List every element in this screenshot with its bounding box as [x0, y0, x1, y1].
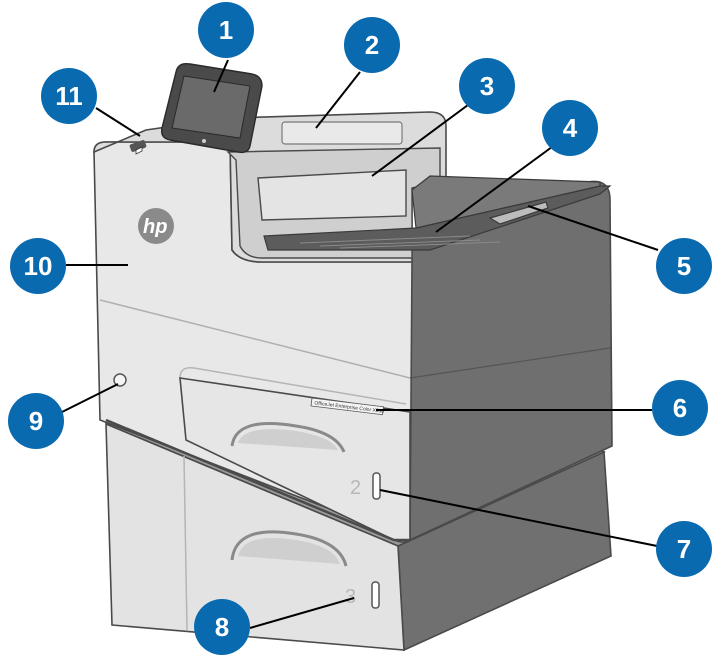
tray2-handle-recess — [238, 429, 338, 450]
nfc-icon — [135, 146, 143, 155]
callout-1: 1 — [198, 2, 254, 58]
printer-body: 2 OfficeJet Enterprise Color X556 hp — [93, 111, 613, 543]
leader-11 — [95, 107, 141, 137]
tray2-paper-gauge — [372, 472, 381, 500]
front-seam-upper — [99, 299, 411, 379]
callout-10-label: 10 — [24, 251, 53, 281]
callout-2: 2 — [344, 17, 400, 73]
callout-3-label: 3 — [480, 71, 494, 101]
callout-5: 5 — [656, 238, 712, 294]
callout-11-circle — [41, 68, 97, 124]
callout-11: 11 — [41, 68, 97, 124]
leader-2 — [315, 71, 361, 129]
tray3-paper-gauge — [371, 581, 380, 609]
touchscreen[interactable] — [171, 75, 251, 139]
callout-2-circle — [344, 17, 400, 73]
tray2-number: 2 — [350, 477, 361, 499]
callout-2-label: 2 — [365, 30, 379, 60]
tray3-handle-recess — [238, 538, 340, 564]
callout-11-label: 11 — [55, 81, 83, 111]
cartridge-door-edge — [179, 366, 407, 405]
top-cover-latch[interactable] — [281, 121, 403, 145]
easy-access-usb-port[interactable] — [129, 140, 147, 153]
home-button[interactable] — [202, 139, 206, 143]
callouts: 1 2 3 4 5 6 7 8 — [8, 2, 712, 655]
callout-8: 8 — [194, 599, 250, 655]
callout-9: 9 — [8, 393, 64, 449]
leader-5 — [527, 205, 659, 251]
leader-9 — [59, 383, 119, 414]
tray2-handle[interactable] — [230, 422, 346, 453]
feeder-seam — [183, 455, 188, 631]
callout-4: 4 — [542, 100, 598, 156]
leader-4 — [435, 143, 557, 233]
callout-1-label: 1 — [219, 15, 233, 45]
printer-bottom-edge — [105, 418, 410, 542]
callout-4-label: 4 — [563, 113, 578, 143]
control-panel[interactable] — [160, 62, 263, 154]
callout-7-label: 7 — [677, 534, 691, 564]
callout-10: 10 — [10, 238, 66, 294]
callout-5-label: 5 — [677, 251, 691, 281]
callout-10-circle — [10, 238, 66, 294]
leader-7 — [379, 489, 663, 548]
hp-logo — [138, 208, 174, 244]
callout-6-label: 6 — [673, 393, 687, 423]
callout-3-circle — [459, 58, 515, 114]
leader-8 — [249, 597, 355, 629]
callout-4-circle — [542, 100, 598, 156]
power-button[interactable] — [113, 373, 127, 387]
right-seam — [409, 347, 611, 379]
feeder-front — [105, 422, 405, 651]
callout-7: 7 — [656, 521, 712, 577]
callout-7-circle — [656, 521, 712, 577]
callout-9-label: 9 — [29, 406, 43, 436]
leader-3 — [371, 101, 473, 177]
leader-1 — [213, 59, 229, 93]
callout-3: 3 — [459, 58, 515, 114]
leader-lines — [59, 59, 663, 629]
tray3-handle[interactable] — [230, 530, 348, 567]
callout-6: 6 — [652, 380, 708, 436]
hp-logo-text: hp — [143, 216, 167, 238]
callout-6-circle — [652, 380, 708, 436]
callout-8-circle — [194, 599, 250, 655]
tray3-number: 3 — [345, 586, 356, 608]
callout-5-circle — [656, 238, 712, 294]
callout-1-circle — [198, 2, 254, 58]
callout-9-circle — [8, 393, 64, 449]
output-bin-door[interactable] — [257, 169, 407, 221]
callout-8-label: 8 — [215, 612, 229, 642]
output-tray-ridges — [299, 235, 501, 249]
